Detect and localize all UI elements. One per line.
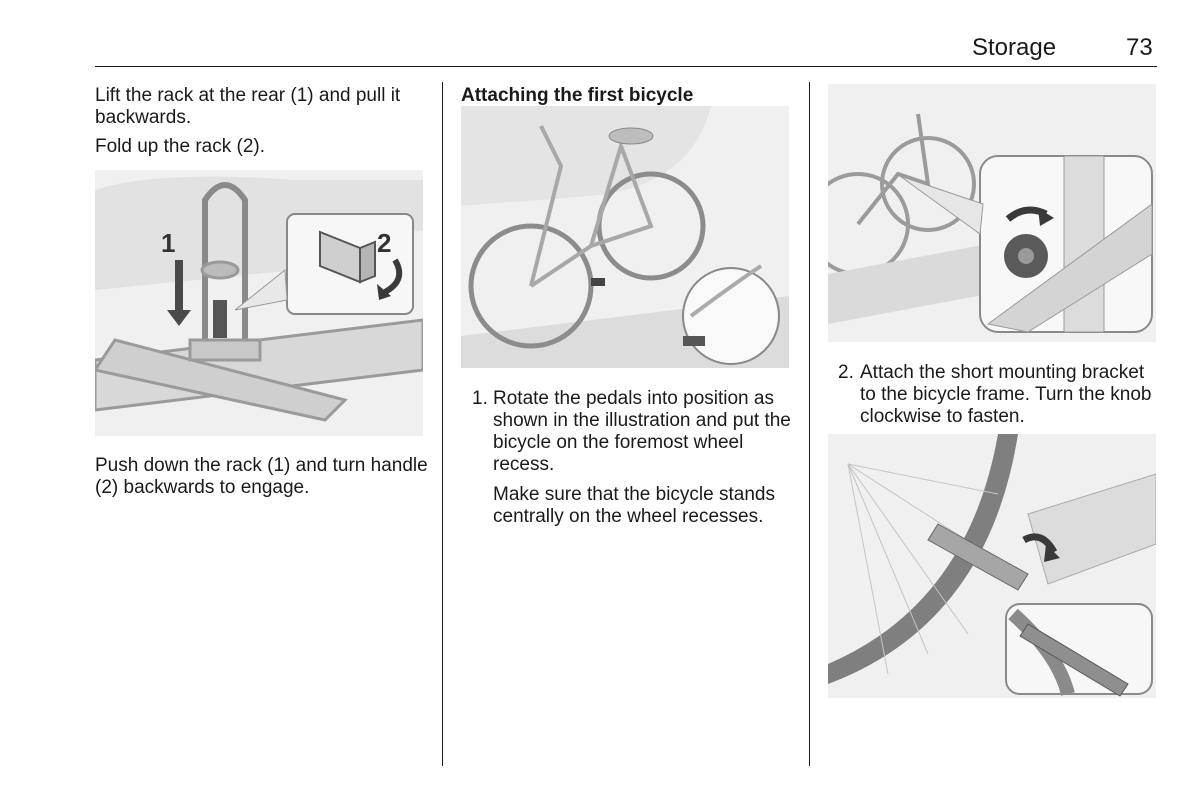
step-1-number: 1. xyxy=(472,388,488,409)
section-heading: Attaching the first bicycle xyxy=(461,85,694,106)
paragraph-fold-rack: Fold up the rack (2). xyxy=(95,136,266,157)
column-divider-1 xyxy=(442,82,443,766)
paragraph-lift-rack: Lift the rack at the rear (1) and pull i… xyxy=(95,85,401,128)
step-1-text: Rotate the pedals into position as shown… xyxy=(493,388,791,475)
figure-rack-fold: 1 2 xyxy=(95,170,423,436)
column-divider-2 xyxy=(809,82,810,766)
page-number: 73 xyxy=(1126,34,1153,61)
step-1-note: Make sure that the bicycle stands centra… xyxy=(493,484,775,527)
step-2-text: Attach the short mounting bracket to the… xyxy=(860,362,1152,427)
header-divider xyxy=(95,66,1157,67)
paragraph-push-rack: Push down the rack (1) and turn handle (… xyxy=(95,455,428,498)
callout-2: 2 xyxy=(377,228,392,258)
callout-1: 1 xyxy=(161,228,176,258)
section-title: Storage xyxy=(972,34,1057,61)
figure-first-bicycle xyxy=(461,106,789,368)
figure-wheel-strap xyxy=(828,434,1156,698)
step-2-number: 2. xyxy=(838,362,854,383)
figure-mounting-bracket xyxy=(828,84,1156,342)
